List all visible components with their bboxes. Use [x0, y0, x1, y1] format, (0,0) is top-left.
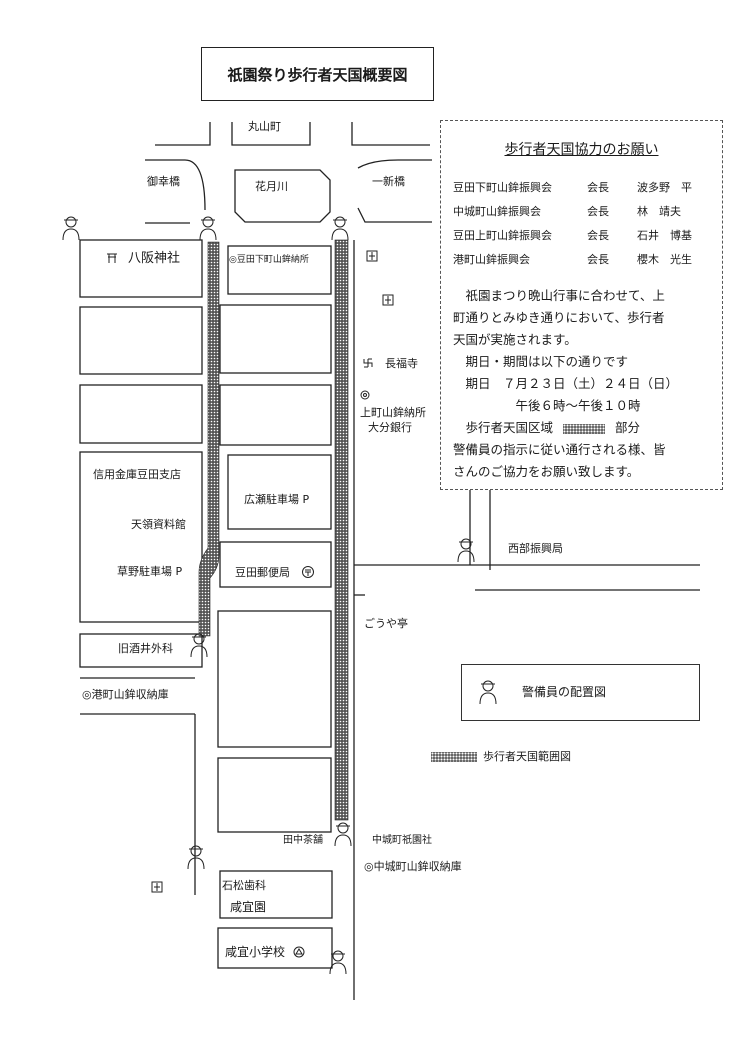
- place-sakai-clinic: 旧酒井外科: [118, 642, 173, 655]
- map-title: 祇園祭り歩行者天国概要図: [201, 47, 434, 101]
- member-row: 港町山鉾振興会 会長 櫻木 光生: [453, 253, 692, 266]
- hospital-icon: [382, 294, 394, 306]
- place-tanaka-tea: 田中茶舗: [283, 835, 323, 846]
- member-row: 中城町山鉾振興会 会長 林 靖夫: [453, 205, 681, 218]
- place-maruyama: 丸山町: [248, 120, 281, 133]
- hospital-icon: [366, 250, 378, 262]
- place-kangi-school: 咸宜小学校: [225, 945, 286, 959]
- place-shinbashi: 一新橋: [372, 175, 405, 188]
- guard-icon: [62, 216, 497, 975]
- place-minato-hoko: ◎港町山鉾収納庫: [82, 688, 169, 701]
- hospital-icon: [151, 881, 163, 893]
- place-shimomachi-hoko: ◎豆田下町山鉾納所: [229, 255, 309, 265]
- notice-title: 歩行者天国協力のお願い: [504, 142, 659, 158]
- post-office-icon: [302, 566, 314, 578]
- school-icon: [293, 946, 305, 958]
- legend-guard-label: 警備員の配置図: [522, 685, 607, 699]
- block: [219, 541, 332, 588]
- block: [79, 451, 203, 623]
- block: [219, 304, 332, 374]
- place-goyatei: ごうや亭: [364, 617, 408, 630]
- block: [227, 245, 332, 295]
- legend-area-label: 歩行者天国範囲図: [483, 750, 571, 763]
- place-gokoubashi: 御幸橋: [147, 175, 180, 188]
- place-chofukuji: 長福寺: [385, 357, 418, 370]
- place-kagetsugawa: 花月川: [255, 180, 288, 193]
- block: [219, 384, 332, 446]
- place-mameda-post: 豆田郵便局: [235, 566, 290, 579]
- bank-icon: [360, 390, 370, 400]
- legend-guard: [461, 664, 700, 721]
- road-line: [357, 159, 432, 169]
- notice-body: 祇園まつり晩山行事に合わせて、上 町通りとみゆき通りにおいて、歩行者 天国が実施…: [453, 285, 717, 483]
- notice-area-line: 歩行者天国区域 部分: [453, 420, 641, 435]
- place-nakajo-gion: 中城町祇園社: [372, 835, 432, 846]
- member-row: 豆田上町山鉾振興会 会長 石井 博基: [453, 229, 692, 242]
- place-shinyo: 信用金庫豆田支店: [93, 468, 181, 481]
- notice-box: 歩行者天国協力のお願い 豆田下町山鉾振興会 会長 波多野 平 中城町山鉾振興会 …: [440, 120, 723, 490]
- place-nakajo-hoko: ◎中城町山鉾収納庫: [364, 860, 462, 873]
- block: [79, 239, 203, 298]
- block: [79, 306, 203, 375]
- road-line: [155, 122, 211, 146]
- block: [219, 870, 333, 919]
- place-kusano-parking: 草野駐車場 P: [117, 565, 183, 578]
- block: [79, 633, 203, 668]
- place-yasaka: 八阪神社: [128, 251, 181, 266]
- place-oita-bank: 大分銀行: [368, 421, 412, 434]
- road-line: [145, 159, 206, 211]
- legend-area-swatch: [431, 752, 477, 762]
- torii-icon: [107, 253, 117, 263]
- block: [227, 454, 332, 530]
- pedestrian-zone-miyuki: [334, 239, 349, 821]
- place-ishimatsu: 石松歯科: [222, 879, 266, 892]
- block: [217, 927, 333, 969]
- road-line: [357, 207, 432, 223]
- place-kangien: 咸宜園: [230, 900, 267, 914]
- area-swatch: [563, 423, 605, 434]
- block: [217, 757, 332, 833]
- place-seibu: 西部振興局: [508, 542, 563, 555]
- member-row: 豆田下町山鉾振興会 会長 波多野 平: [453, 181, 692, 194]
- block: [217, 610, 332, 748]
- road-line: [351, 122, 430, 146]
- place-tenryo: 天領資料館: [131, 518, 186, 531]
- pedestrian-zone-kamimachi: [198, 241, 220, 637]
- kagetsugawa-block: [234, 169, 331, 223]
- temple-icon: [363, 358, 373, 368]
- block: [79, 384, 203, 444]
- place-kamimachi-hoko: 上町山鉾納所: [360, 406, 426, 419]
- place-hirose-parking: 広瀬駐車場 P: [244, 493, 310, 506]
- road-line: [231, 122, 311, 146]
